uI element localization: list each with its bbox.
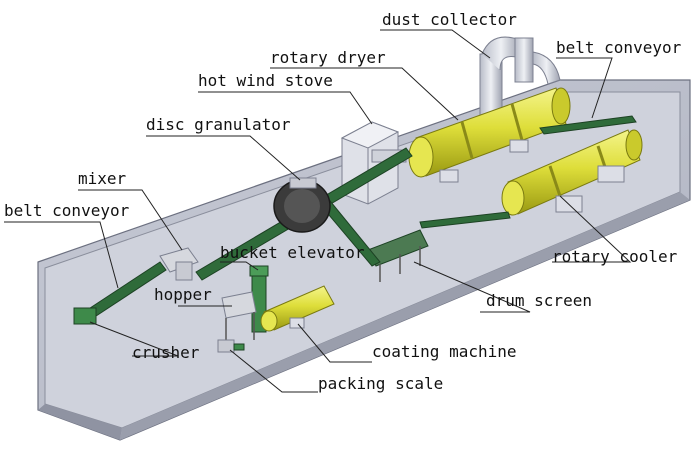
leader-hot-wind-stove (198, 91, 373, 125)
label-disc-granulator: disc granulator (146, 115, 291, 134)
leader-disc-granulator (146, 135, 301, 181)
label-belt-conveyor-right: belt conveyor (556, 38, 682, 57)
leader-rotary-cooler (552, 195, 632, 263)
label-hot-wind-stove: hot wind stove (198, 71, 333, 90)
label-mixer: mixer (78, 169, 127, 188)
label-bucket-elevator: bucket elevator (220, 243, 365, 262)
label-drum-screen: drum screen (486, 291, 592, 310)
label-coating-machine: coating machine (372, 342, 517, 361)
label-belt-conveyor-left: belt conveyor (4, 201, 130, 220)
crusher (73, 307, 97, 325)
leader-dust-collector (380, 29, 491, 59)
leader-crusher (89, 321, 179, 357)
mixer (159, 247, 199, 281)
belt-conveyor-right (539, 115, 637, 135)
disc-granulator (273, 177, 331, 233)
coating-machine (260, 285, 335, 332)
label-crusher: crusher (132, 343, 200, 362)
rotary-cooler (501, 129, 643, 216)
label-rotary-cooler: rotary cooler (552, 247, 678, 266)
rotary-dryer (408, 87, 571, 183)
leader-packing-scale (229, 349, 318, 393)
leader-lines (4, 29, 632, 393)
leader-belt-conveyor-right (556, 57, 613, 119)
leader-belt-conveyor-left (4, 221, 119, 289)
label-packing-scale: packing scale (318, 374, 444, 393)
leader-coating-machine (297, 323, 372, 363)
label-rotary-dryer: rotary dryer (270, 48, 386, 67)
leader-bucket-elevator (220, 261, 259, 271)
label-hopper: hopper (154, 285, 212, 304)
leader-mixer (78, 189, 183, 251)
leader-rotary-dryer (270, 67, 459, 121)
packing-scale (217, 339, 245, 353)
leader-drum-screen (413, 261, 531, 313)
belt-conveyor-screen (419, 211, 511, 229)
label-dust-collector: dust collector (382, 10, 517, 29)
